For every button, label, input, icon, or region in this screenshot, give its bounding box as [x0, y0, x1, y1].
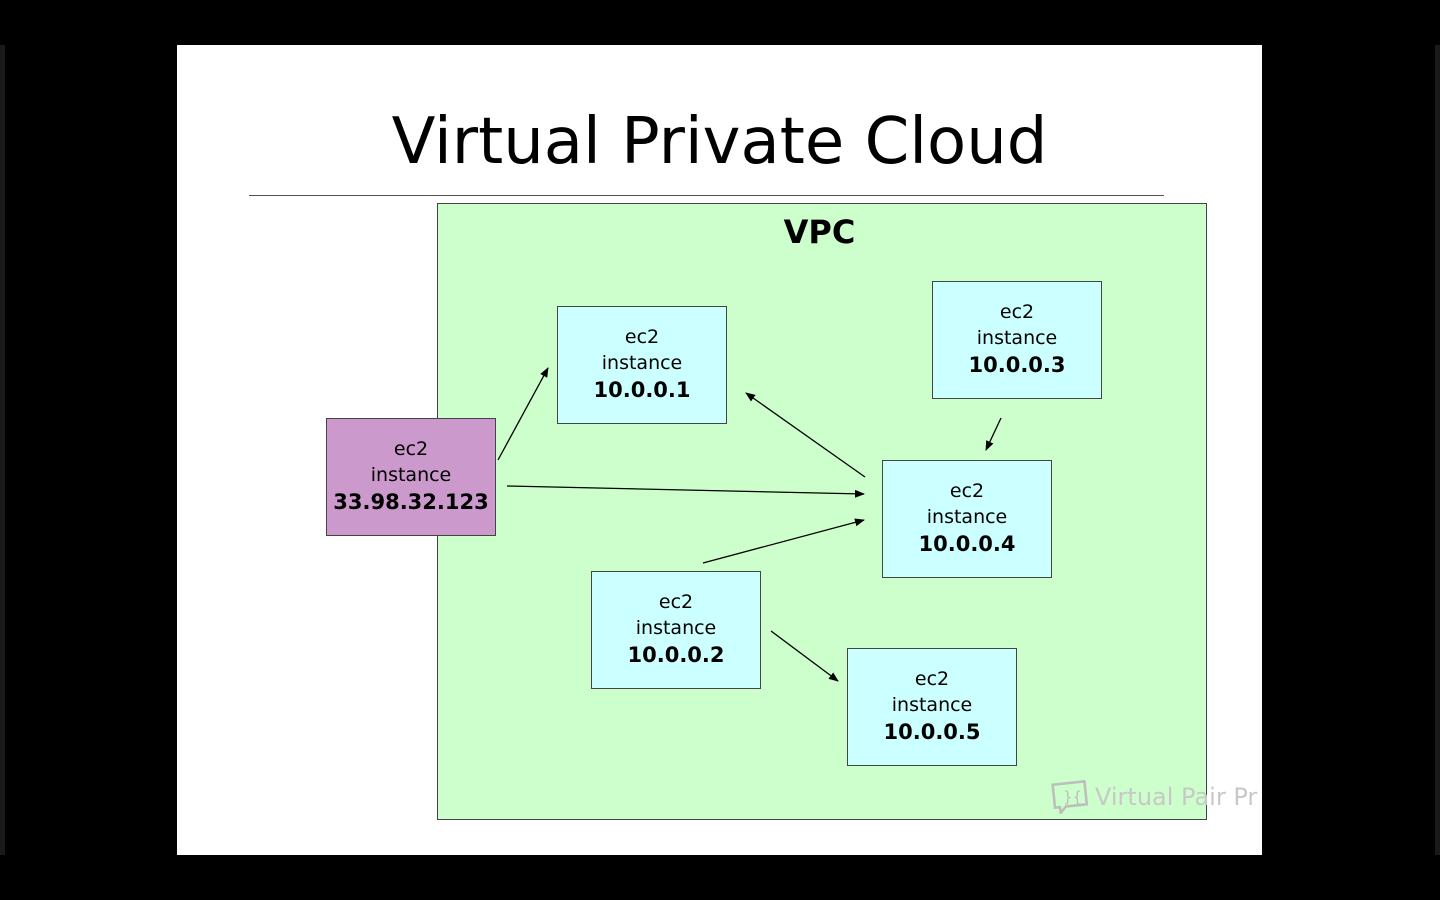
- slide-title: Virtual Private Cloud: [391, 105, 1048, 179]
- node-instance-10-0-0-5: ec2 instance 10.0.0.5: [847, 648, 1017, 766]
- node-type-label: ec2: [914, 668, 950, 691]
- node-instance-10-0-0-4: ec2 instance 10.0.0.4: [882, 460, 1052, 578]
- watermark: }{ Virtual Pair Pr: [1051, 780, 1257, 814]
- node-kind-label: instance: [926, 505, 1008, 528]
- node-kind-label: instance: [976, 326, 1058, 349]
- node-ip-label: 10.0.0.5: [883, 720, 981, 745]
- slide: Virtual Private Cloud VPC ec2 instance 3…: [177, 45, 1262, 855]
- node-type-label: ec2: [949, 480, 985, 503]
- left-edge-strip: [0, 45, 5, 855]
- node-instance-10-0-0-3: ec2 instance 10.0.0.3: [932, 281, 1102, 399]
- node-type-label: ec2: [658, 591, 694, 614]
- node-type-label: ec2: [393, 438, 429, 461]
- node-ip-label: 10.0.0.3: [968, 353, 1066, 378]
- node-kind-label: instance: [370, 463, 452, 486]
- node-external-instance: ec2 instance 33.98.32.123: [326, 418, 496, 536]
- node-kind-label: instance: [635, 616, 717, 639]
- node-ip-label: 33.98.32.123: [333, 490, 489, 515]
- node-instance-10-0-0-1: ec2 instance 10.0.0.1: [557, 306, 727, 424]
- node-kind-label: instance: [891, 693, 973, 716]
- speech-bracket-logo-icon: }{: [1051, 780, 1089, 814]
- node-kind-label: instance: [601, 351, 683, 374]
- node-ip-label: 10.0.0.4: [918, 532, 1016, 557]
- node-ip-label: 10.0.0.1: [593, 378, 691, 403]
- node-type-label: ec2: [624, 326, 660, 349]
- right-edge-strip: [1435, 45, 1440, 855]
- svg-text:}{: }{: [1063, 788, 1082, 806]
- node-ip-label: 10.0.0.2: [627, 643, 725, 668]
- title-divider: [249, 195, 1164, 196]
- node-type-label: ec2: [999, 301, 1035, 324]
- vpc-label: VPC: [783, 213, 856, 251]
- watermark-text: Virtual Pair Pr: [1095, 783, 1258, 811]
- node-instance-10-0-0-2: ec2 instance 10.0.0.2: [591, 571, 761, 689]
